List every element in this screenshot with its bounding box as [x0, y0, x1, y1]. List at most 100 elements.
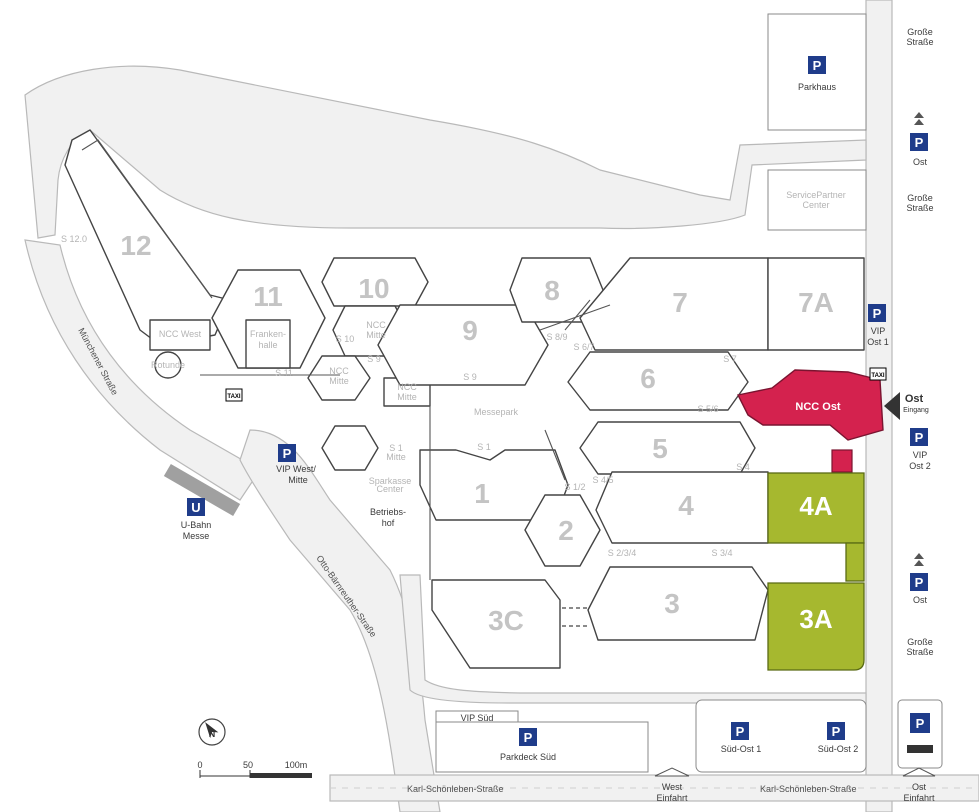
north-label: N [209, 729, 216, 739]
hall-2[interactable] [524, 494, 601, 567]
ncc-mitte-west[interactable] [307, 355, 371, 401]
scale-bar: 0 50 100m [197, 760, 312, 778]
servicepartner-center [767, 169, 867, 231]
ost-einfahrt-label: Einfahrt [903, 793, 935, 803]
parking-sued-ost1-label: Süd-Ost 1 [721, 744, 762, 754]
hall-3[interactable] [587, 566, 769, 641]
hall-8-label: 8 [544, 275, 560, 306]
parking-ost-label: Ost [913, 595, 928, 605]
hall-1[interactable] [419, 449, 569, 521]
sued-ost-parking-area [695, 699, 867, 773]
parking-icon-ost-south[interactable] [910, 573, 928, 591]
hall-4a-annex[interactable] [845, 542, 865, 582]
karl-schoenleben-label: Karl-Schönleben-Straße [760, 784, 857, 794]
scale-label: 100m [285, 760, 308, 770]
p-symbol: P [915, 430, 924, 445]
ost-einfahrt-label: Ost [912, 782, 927, 792]
parkdeck-sued-area [435, 721, 649, 773]
parking-icon-vip-ost1[interactable] [868, 304, 886, 322]
parking-icon-ost-north[interactable] [910, 133, 928, 151]
frankenhalle[interactable] [245, 319, 291, 369]
p-symbol: P [524, 730, 533, 745]
rotunde-label: Rotunde [151, 360, 185, 370]
hall-6[interactable] [567, 351, 749, 411]
taxi-label: TAXI [227, 394, 241, 400]
parking-icon-sued-ost1[interactable] [731, 722, 749, 740]
ost-parking-area [897, 699, 943, 769]
servicepartner-label-2: Center [802, 200, 829, 210]
passage-label: S 7 [723, 354, 737, 364]
hall-3c-label: 3C [488, 605, 524, 636]
parking-icon-parkdeck-sued[interactable] [519, 728, 537, 746]
p-symbol: P [283, 446, 292, 461]
passage-label: S 10 [336, 334, 355, 344]
p-symbol: P [873, 306, 882, 321]
p-symbol: P [813, 58, 822, 73]
hall-7[interactable] [579, 257, 769, 351]
hall-7a-label: 7A [798, 287, 834, 318]
street-label: Große [907, 27, 933, 37]
frankenhalle-label-2: halle [258, 340, 277, 350]
hall-10-label: 10 [358, 273, 389, 304]
parking-vip-ost2-label: Ost 2 [909, 461, 931, 471]
taxi-label: TAXI [871, 373, 885, 379]
hall-7a[interactable] [767, 257, 865, 351]
parking-icon-sued-ost2[interactable] [827, 722, 845, 740]
hall-11-label: 11 [253, 281, 283, 312]
west-einfahrt-label: Einfahrt [656, 793, 688, 803]
p-symbol: P [832, 724, 841, 739]
passage-label: S 6/7 [573, 342, 594, 352]
ncc-ost-connector[interactable] [831, 449, 853, 473]
parking-icon-vip-ost2[interactable] [910, 428, 928, 446]
ubahn-symbol: U [191, 500, 200, 515]
street-label: Straße [906, 647, 933, 657]
parking-icon-parkhaus[interactable] [808, 56, 826, 74]
hall-11[interactable] [211, 269, 326, 369]
ncc-mitte-south[interactable] [321, 425, 379, 471]
north-ring-road [24, 65, 867, 239]
passage-label: S 9 [463, 372, 477, 382]
messepark-label: Messepark [474, 407, 519, 417]
rotunde[interactable] [154, 351, 182, 379]
p-symbol: P [915, 135, 924, 150]
street-label: Große [907, 637, 933, 647]
ncc-mitte-label: Mitte [329, 376, 349, 386]
parking-vip-west-label: Mitte [288, 475, 308, 485]
parking-vip-ost2-label: VIP [913, 450, 928, 460]
parking-icon-vip-west[interactable] [278, 444, 296, 462]
ubahn-label: Messe [183, 531, 210, 541]
ncc-mitte-label: NCC [329, 366, 349, 376]
ubahn-icon[interactable] [187, 498, 205, 516]
parking-sued-ost2-label: Süd-Ost 2 [818, 744, 859, 754]
passage-label: S 3/4 [711, 548, 732, 558]
south-ring-road [399, 574, 867, 704]
hall-3-label: 3 [664, 588, 680, 619]
passage-label: S 8/9 [546, 332, 567, 342]
passage-label: S 1/2 [564, 482, 585, 492]
servicepartner-label-1: ServicePartner [786, 190, 846, 200]
hall-4a[interactable] [767, 472, 865, 544]
parking-icon-bus[interactable] [910, 713, 930, 733]
muenchener-strasse [24, 239, 261, 501]
ncc-mitte-label: Mitte [366, 330, 386, 340]
ncc-ost[interactable] [736, 369, 884, 441]
halls [64, 129, 884, 671]
ncc-mitte-label: NCC [366, 320, 386, 330]
sparkasse-label-1: Sparkasse [369, 476, 412, 486]
karl-schoenleben-label: Karl-Schönleben-Straße [407, 784, 504, 794]
scale-label: 0 [197, 760, 202, 770]
hall-3a[interactable] [767, 582, 865, 671]
frankenhalle-label-1: Franken- [250, 329, 286, 339]
hall-3c[interactable] [431, 579, 561, 669]
ncc-mitte-label: NCC [397, 382, 417, 392]
ncc-west[interactable] [149, 319, 211, 351]
ost-entrance-sub: Eingang [903, 407, 929, 414]
ubahn-platform [163, 463, 241, 517]
taxi-sign-west: TAXI [225, 388, 243, 402]
north-arrow-icon: N [198, 718, 226, 746]
street-label: Straße [906, 203, 933, 213]
ost-entrance-arrow [884, 392, 900, 420]
hall-1-label: 1 [474, 478, 490, 509]
hall-4[interactable] [595, 471, 769, 544]
hall-4-label: 4 [678, 490, 694, 521]
